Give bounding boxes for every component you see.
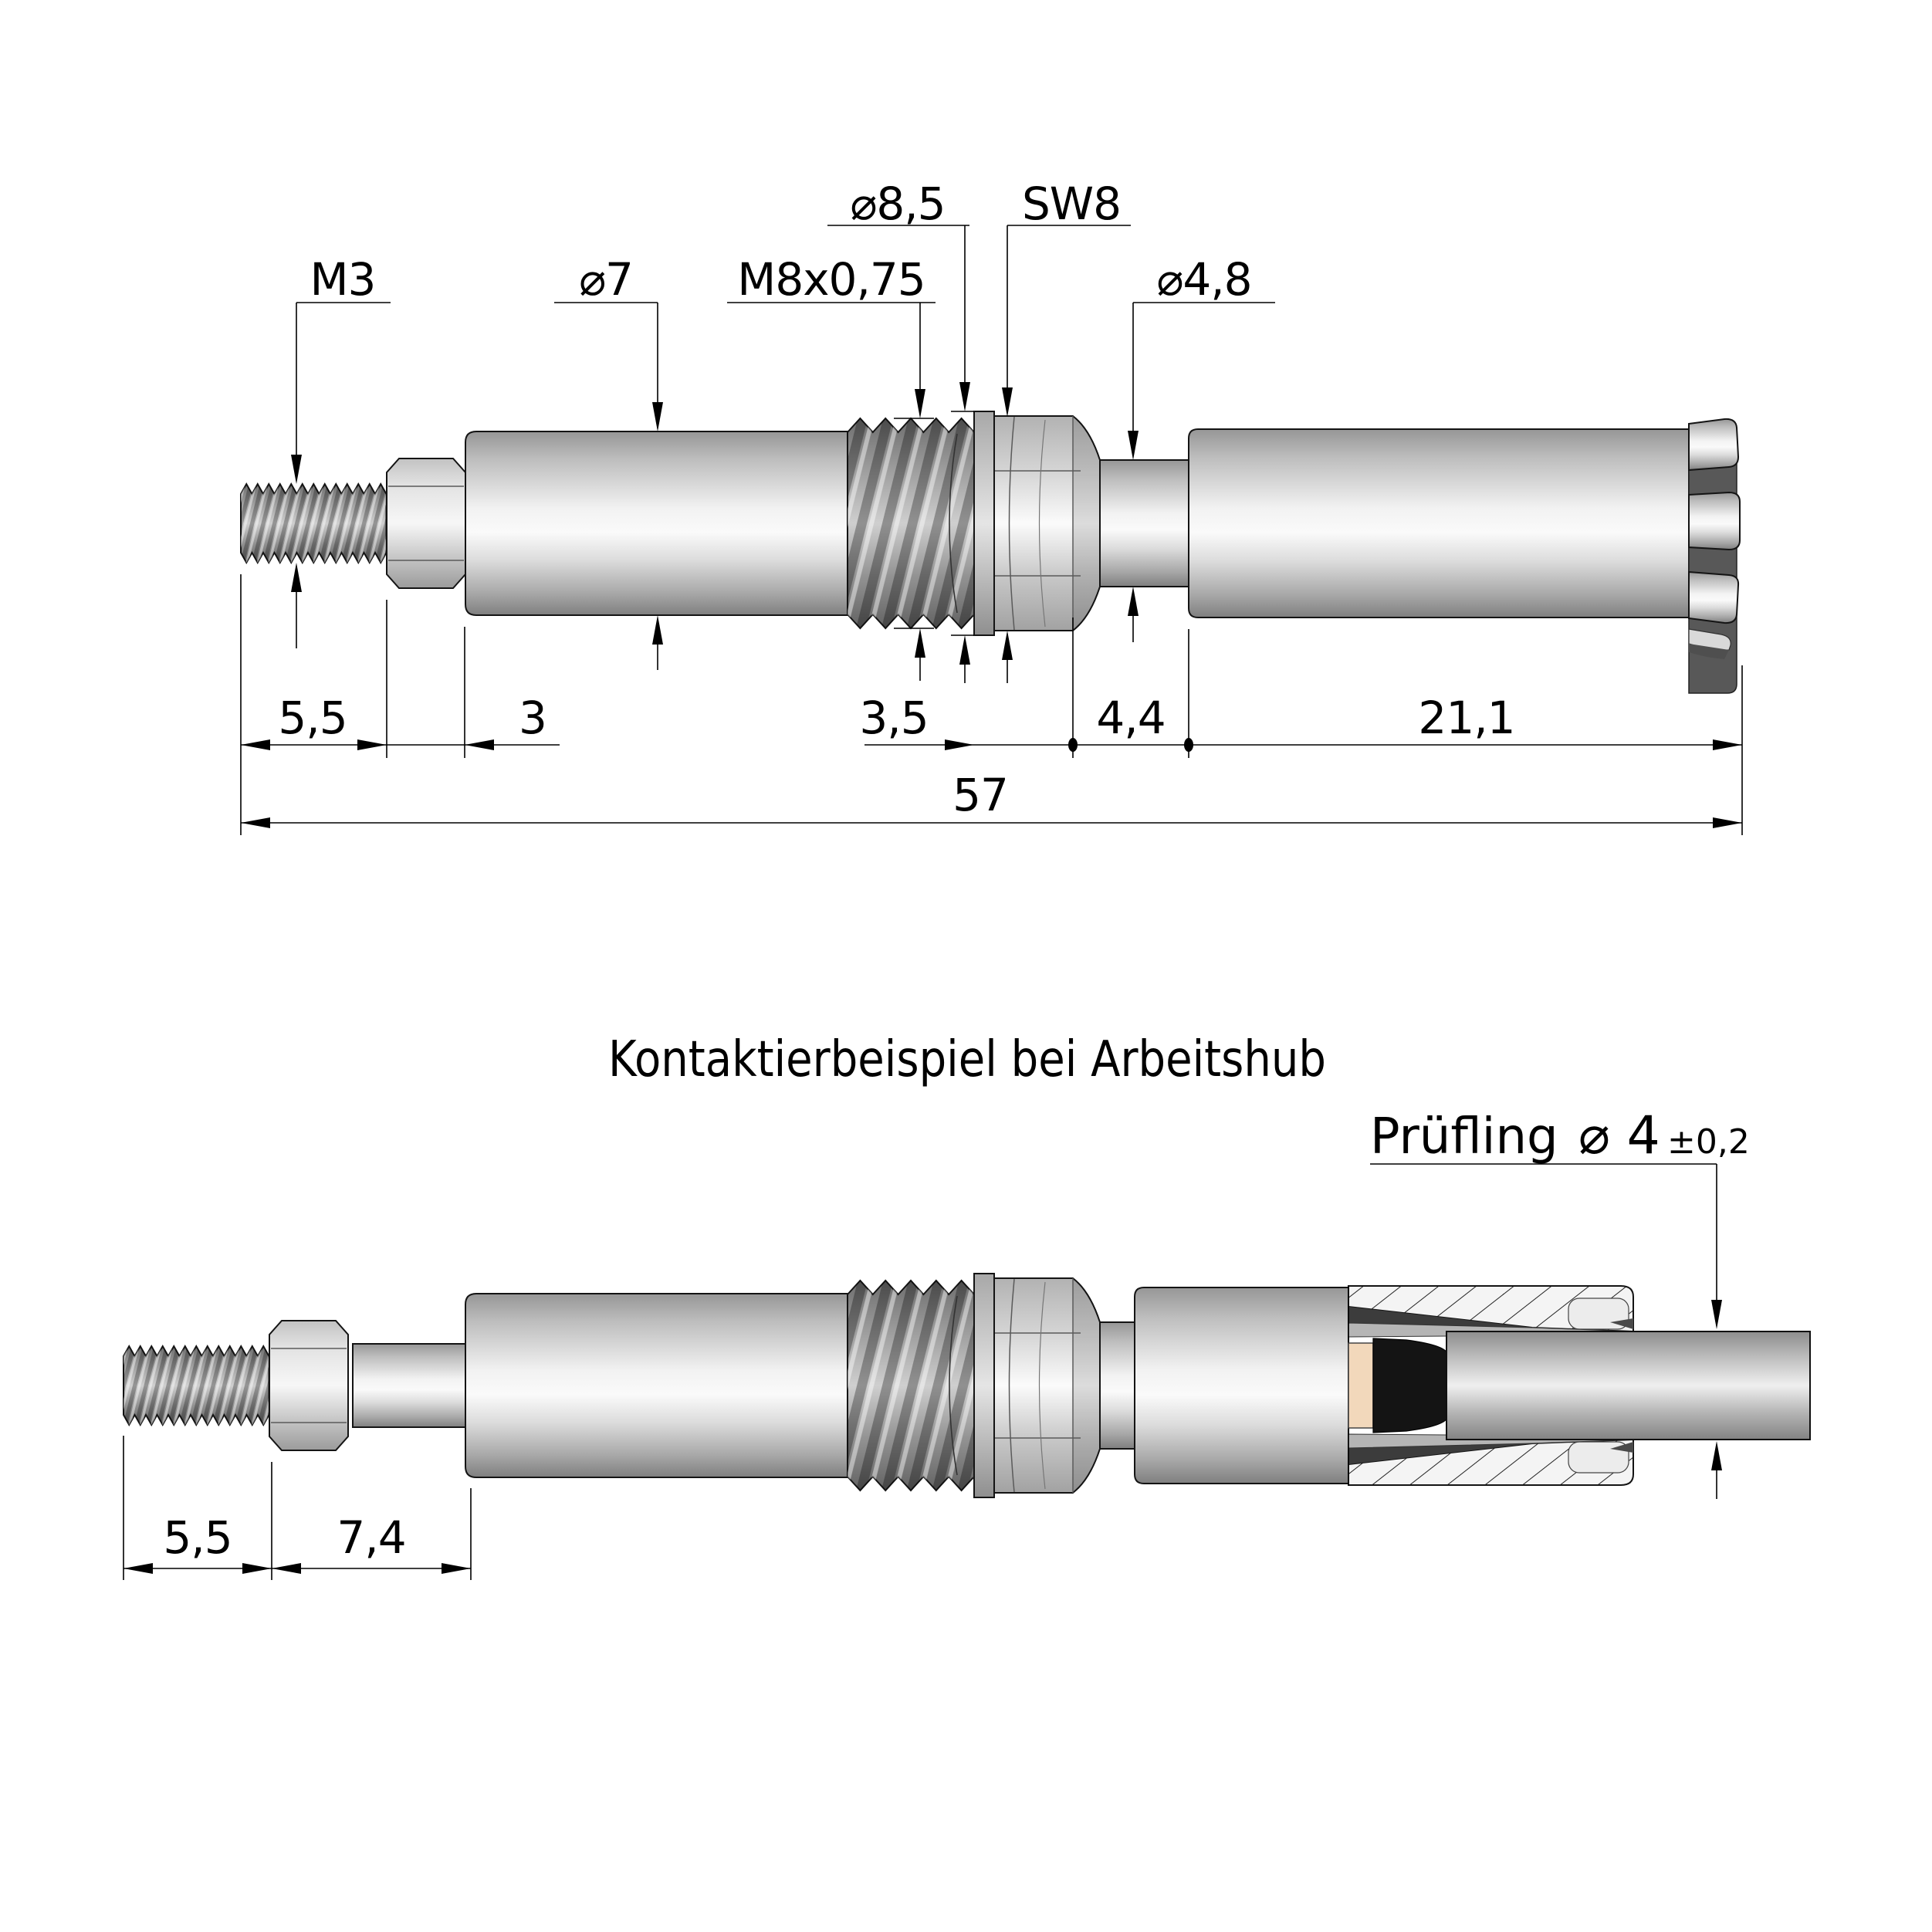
thread-runout-line (949, 433, 958, 614)
specimen-label: Prüfling (1370, 1108, 1558, 1166)
dim-3-5: 3,5 (859, 692, 928, 744)
callout-sw8: SW8 (1022, 178, 1121, 230)
specimen-tolerance: ±0,2 (1667, 1122, 1750, 1162)
m3-thread-and-nut (240, 458, 466, 589)
nut-shaft (352, 1343, 472, 1428)
dim-arrow (272, 1563, 301, 1574)
leader-arrow (291, 455, 302, 484)
leader-arrow (291, 563, 302, 592)
dim-arrow (242, 1563, 272, 1574)
m3-thread-and-nut-bottom (123, 1320, 349, 1451)
leader-arrow (652, 402, 663, 431)
m8-thread-flanks (847, 418, 975, 628)
callout-leaders: M3 ⌀7 M8x0,75 ⌀8,5 SW8 (291, 178, 1275, 683)
dim-57: 57 (952, 769, 1008, 821)
dim-dot (1184, 738, 1193, 752)
body-m8-hex-section (465, 411, 1101, 636)
extension-lines (240, 574, 1743, 835)
leader-d4-8 (1132, 302, 1275, 431)
shaft-4-8-bottom (1099, 1321, 1135, 1450)
barrel (1188, 428, 1690, 618)
leader-d7 (554, 302, 658, 402)
dim-5-5: 5,5 (278, 692, 347, 744)
insulator (1348, 1342, 1374, 1429)
collet-tip-section (1568, 1441, 1629, 1474)
callout-m3: M3 (310, 253, 376, 306)
collet-finger (1688, 570, 1740, 624)
shaft-4-8 (1099, 459, 1189, 587)
specimen-diameter: ⌀ 4 (1578, 1105, 1660, 1166)
dim-4-4: 4,4 (1096, 692, 1165, 744)
leader-arrow (652, 615, 663, 645)
dim-5-5-bottom: 5,5 (163, 1511, 232, 1564)
barrel-bottom (1134, 1287, 1349, 1484)
collet-finger (1688, 491, 1741, 551)
callout-d7: ⌀7 (579, 253, 633, 306)
dim-arrow (1713, 739, 1742, 750)
leader-arrow (959, 382, 970, 411)
extension-lines (123, 1436, 472, 1580)
contact-element (1372, 1338, 1449, 1433)
bottom-view: Prüfling ⌀ 4 ±0,2 5,5 7,4 (123, 1105, 1811, 1580)
leader-arrow (915, 628, 925, 658)
dim-arrow (241, 739, 270, 750)
hex-chamfer-shade (1073, 416, 1100, 631)
dim-dot (1068, 738, 1078, 752)
dim-arrow (357, 739, 387, 750)
leader-arrow (915, 389, 925, 418)
leader-arrow (1128, 431, 1139, 460)
specimen-leader (1370, 1163, 1717, 1300)
hex-nut (386, 458, 466, 589)
dim-arrow (123, 1563, 153, 1574)
leader-arrow (959, 635, 970, 665)
m3-thread-flanks (241, 484, 387, 563)
dim-arrow (1713, 817, 1742, 828)
leader-d8-5 (827, 225, 969, 382)
dim-arrow (241, 817, 270, 828)
probe-body (465, 431, 848, 616)
washer (973, 411, 995, 636)
top-dimensions: 5,5 3 3,5 4,4 21,1 57 (240, 574, 1743, 835)
dim-3: 3 (519, 692, 546, 744)
leader-arrow (1002, 631, 1013, 660)
dim-arrow (442, 1563, 471, 1574)
leader-arrow (1128, 587, 1139, 616)
leader-arrow (1002, 387, 1013, 417)
collet-tip-section (1568, 1298, 1629, 1330)
leader-sw8 (1007, 225, 1131, 387)
leader-arrow (1711, 1300, 1722, 1329)
collet-slot-bottom (1348, 1443, 1532, 1464)
sleeve-section (1348, 1285, 1634, 1486)
collet-gap-shadow (1689, 644, 1729, 659)
collet-slot-top (1348, 1307, 1532, 1328)
leader-m3 (296, 302, 391, 455)
bottom-dimensions: 5,5 7,4 (123, 1436, 472, 1580)
hex-facet-arc (1008, 416, 1015, 631)
callout-d4-8: ⌀4,8 (1156, 253, 1251, 306)
dim-arrow (945, 739, 974, 750)
specimen-callout: Prüfling ⌀ 4 ±0,2 (1370, 1105, 1750, 1499)
dim-arrow (465, 739, 494, 750)
collet-fingers (1688, 418, 1741, 694)
section-title: Kontaktierbeispiel bei Arbeitshub (608, 1031, 1326, 1088)
callout-d8-5: ⌀8,5 (850, 178, 945, 230)
collet-gap-shadow (1610, 1442, 1633, 1453)
dim-7-4: 7,4 (337, 1511, 405, 1564)
collet-gap-shadow (1610, 1318, 1633, 1329)
collet-finger (1688, 418, 1740, 472)
leader-arrow (1711, 1441, 1722, 1470)
hex-facet-arc (1038, 419, 1046, 628)
leader-m8 (727, 302, 936, 389)
top-view: M3 ⌀7 M8x0,75 ⌀8,5 SW8 (240, 178, 1743, 835)
dim-21-1: 21,1 (1418, 692, 1514, 744)
test-rod (1446, 1331, 1811, 1440)
callout-m8: M8x0,75 (737, 253, 925, 306)
body-m8-hex-bottom (465, 1273, 1101, 1498)
